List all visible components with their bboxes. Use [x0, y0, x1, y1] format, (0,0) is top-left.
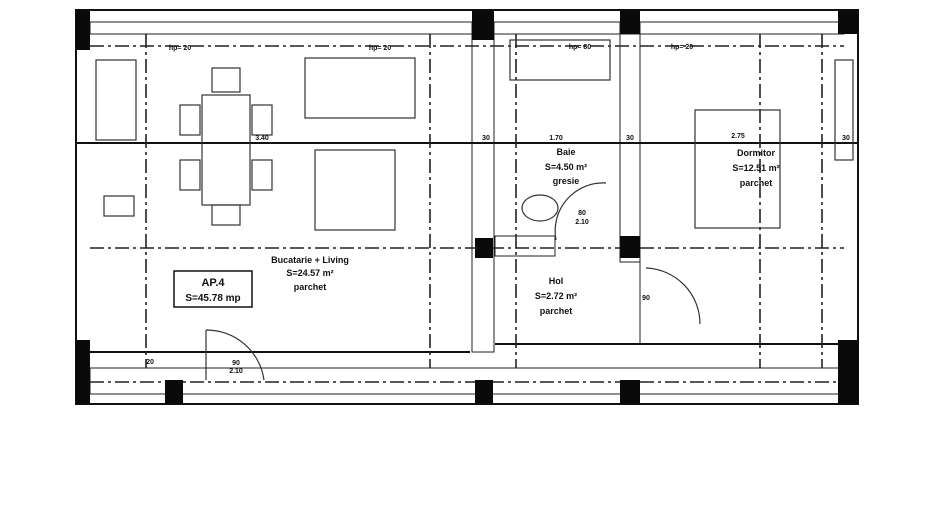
- sill-label: hp= 20: [369, 45, 391, 52]
- bedroom-door: [645, 267, 701, 325]
- column: [620, 380, 640, 404]
- dimension: 20: [146, 359, 154, 366]
- apartment-area: S=45.78 mp: [185, 293, 240, 304]
- apartment-label-box: [173, 270, 253, 308]
- dimension: 1.70: [549, 135, 563, 142]
- toilet: [521, 194, 559, 222]
- bed: [694, 109, 781, 229]
- column: [475, 238, 493, 258]
- apartment-name: AP.4: [201, 277, 225, 289]
- sill-label: hp= 80: [569, 44, 591, 51]
- column: [165, 380, 183, 404]
- column: [838, 340, 858, 404]
- bath-hall-wall: [494, 235, 556, 257]
- column: [620, 236, 640, 258]
- bathtub: [509, 39, 611, 81]
- dimension: 90: [642, 295, 650, 302]
- entry-door: [205, 329, 265, 381]
- room-floor: gresie: [553, 176, 580, 186]
- room-name: Dormitor: [737, 148, 775, 158]
- room-name: Hol: [549, 276, 564, 286]
- top-wall-inner: [89, 21, 845, 35]
- bath-door: [554, 182, 607, 241]
- room-floor: parchet: [740, 178, 773, 188]
- sofa: [304, 57, 416, 231]
- room-area: S=24.57 m²: [286, 268, 333, 278]
- dimension: 2.10: [575, 219, 589, 226]
- room-floor: parchet: [540, 306, 573, 316]
- room-floor: parchet: [294, 282, 327, 292]
- outer-wall: [75, 9, 859, 405]
- column: [838, 10, 858, 34]
- column: [76, 340, 90, 404]
- room-name: Bucatarie + Living: [271, 255, 349, 265]
- bottom-wall: [89, 367, 845, 395]
- kitchen-counter: [95, 59, 137, 217]
- dimension: 30: [482, 135, 490, 142]
- wardrobe: [834, 59, 854, 161]
- dimension: 90: [232, 360, 240, 367]
- column: [620, 10, 640, 34]
- dimension: 3.40: [255, 135, 269, 142]
- column: [475, 380, 493, 404]
- dimension: 30: [842, 135, 850, 142]
- room-name: Baie: [556, 147, 575, 157]
- room-area: S=2.72 m²: [535, 291, 577, 301]
- room-area: S=4.50 m²: [545, 162, 587, 172]
- dimension: 2.75: [731, 133, 745, 140]
- dimension: 30: [626, 135, 634, 142]
- sill-label: hp= 20: [671, 44, 693, 51]
- column: [76, 10, 90, 50]
- dimension: 2.10: [229, 368, 243, 375]
- room-area: S=12.51 m²: [732, 163, 779, 173]
- dining-table: [179, 67, 273, 226]
- dimension: 80: [578, 210, 586, 217]
- column: [472, 10, 494, 40]
- partition-wall-left: [471, 21, 495, 353]
- sill-label: hp= 20: [169, 45, 191, 52]
